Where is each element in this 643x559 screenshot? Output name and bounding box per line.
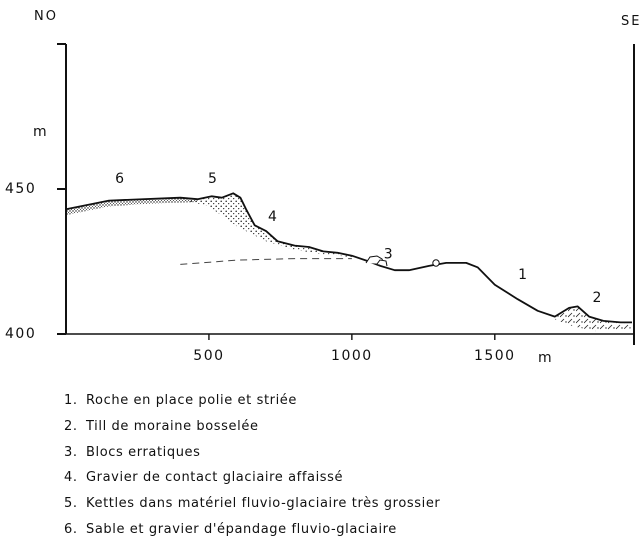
legend-item-text: Till de moraine bosselée (86, 418, 259, 434)
x-tick-label: 500 (193, 348, 224, 364)
legend-item: 4. Gravier de contact glaciaire affaissé (64, 465, 440, 491)
legend-list: 1. Roche en place polie et striée 2. Till d… (64, 388, 440, 543)
zone-label-2: 2 (592, 290, 602, 306)
legend-item-text: Blocs erratiques (86, 444, 201, 460)
legend-item: 6. Sable et gravier d'épandage fluvio-gla… (64, 517, 440, 543)
y-unit-label: m (33, 124, 47, 140)
legend-item-number: 2. (64, 418, 78, 434)
direction-left-label: NO (34, 9, 58, 24)
legend-item-text: Sable et gravier d'épandage fluvio-glaci… (86, 521, 397, 537)
legend-item: 1. Roche en place polie et striée (64, 388, 440, 414)
x-tick-label: 1500 (474, 348, 516, 364)
deposit-kettle-material (180, 193, 352, 258)
zone-label-4: 4 (268, 209, 278, 225)
legend-item: 5. Kettles dans matériel fluvio-glaciaire… (64, 491, 440, 517)
legend-item-number: 1. (64, 393, 78, 408)
zone-label-5: 5 (208, 171, 218, 187)
buried-surface-line (180, 258, 352, 265)
legend-item-text: Kettles dans matériel fluvio-glaciaire t… (86, 496, 441, 512)
erratic-boulder-icon (432, 259, 440, 267)
deposit-till (552, 306, 632, 332)
legend-item-text: Gravier de contact glaciaire affaissé (86, 470, 344, 486)
y-tick-label: 400 (5, 326, 36, 342)
direction-right-label: SE (621, 14, 641, 29)
y-tick-label: 450 (5, 181, 36, 197)
zone-label-6: 6 (115, 171, 125, 187)
legend-item-text: Roche en place polie et striée (86, 393, 298, 408)
legend-item-number: 6. (64, 521, 78, 537)
zone-label-3: 3 (384, 247, 394, 263)
legend-item-number: 4. (64, 470, 78, 486)
deposit-sand-gravel (66, 197, 198, 216)
x-unit-label: m (538, 350, 552, 366)
x-tick-label: 1000 (331, 348, 373, 364)
ground-profile-line (65, 192, 632, 324)
legend-item: 2. Till de moraine bosselée (64, 414, 440, 440)
legend-item-number: 5. (64, 496, 78, 512)
legend-item: 3. Blocs erratiques (64, 440, 440, 466)
erratic-boulder-icon (376, 259, 388, 267)
legend-item-number: 3. (64, 444, 78, 460)
zone-label-1: 1 (518, 267, 528, 283)
cross-section-diagram: NO SE m m 450 400 500 1000 1500 6 5 4 3 1 2 (5, 9, 641, 366)
